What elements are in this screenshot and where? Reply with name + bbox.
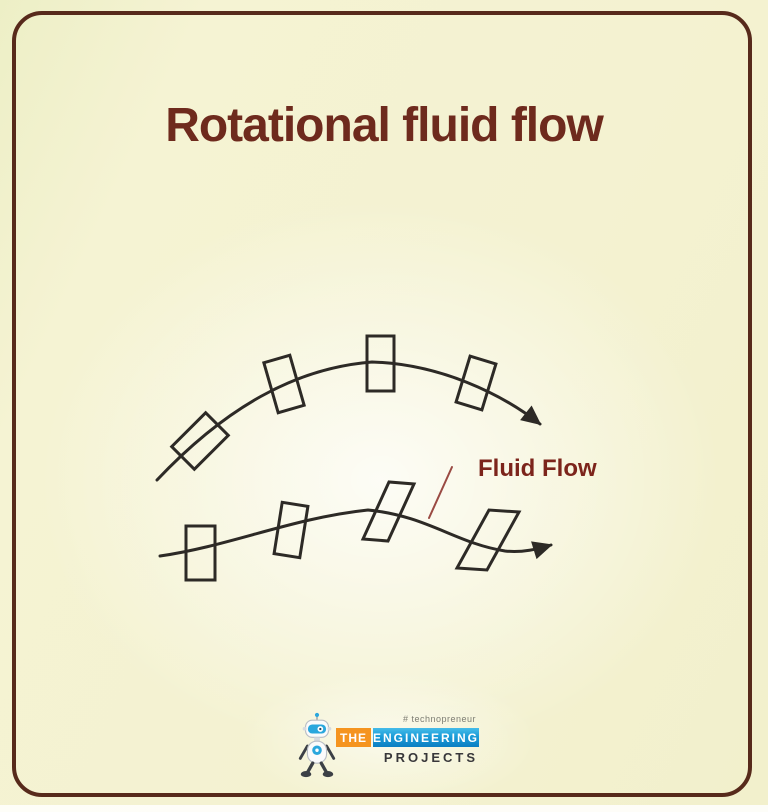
- logo-tagline: # technopreneur: [402, 714, 476, 724]
- fluid-element-bottom-3: [360, 480, 417, 543]
- fluid-element-top-4: [454, 354, 498, 412]
- logo-projects-text: PROJECTS: [383, 750, 478, 765]
- fluid-element-top-3: [365, 334, 396, 393]
- card-border: [12, 11, 752, 797]
- fluid-flow-label: Fluid Flow: [478, 455, 597, 482]
- fluid-element-top-1: [169, 410, 231, 472]
- logo-engineering-badge: ENGINEERING: [373, 728, 480, 747]
- top-flow-curve: [155, 360, 542, 482]
- logo-the-badge: THE: [336, 728, 371, 747]
- fluid-element-top-2: [262, 353, 306, 415]
- fluid-element-bottom-2: [272, 500, 310, 560]
- logo-bars: THE ENGINEERING: [336, 728, 480, 747]
- brand-logo: # technopreneur THE ENGINEERING PROJECTS: [296, 708, 480, 784]
- robot-mascot-icon: [298, 712, 336, 778]
- page-title: Rotational fluid flow: [165, 99, 604, 152]
- fluid-element-bottom-4: [454, 508, 522, 572]
- bottom-flow-curve: [158, 508, 553, 560]
- fluid-element-bottom-1: [184, 524, 217, 582]
- label-pointer-line: [428, 466, 453, 519]
- logo-wordmark: # technopreneur THE ENGINEERING PROJECTS: [336, 714, 480, 765]
- bottom-edge-strip: [0, 805, 768, 812]
